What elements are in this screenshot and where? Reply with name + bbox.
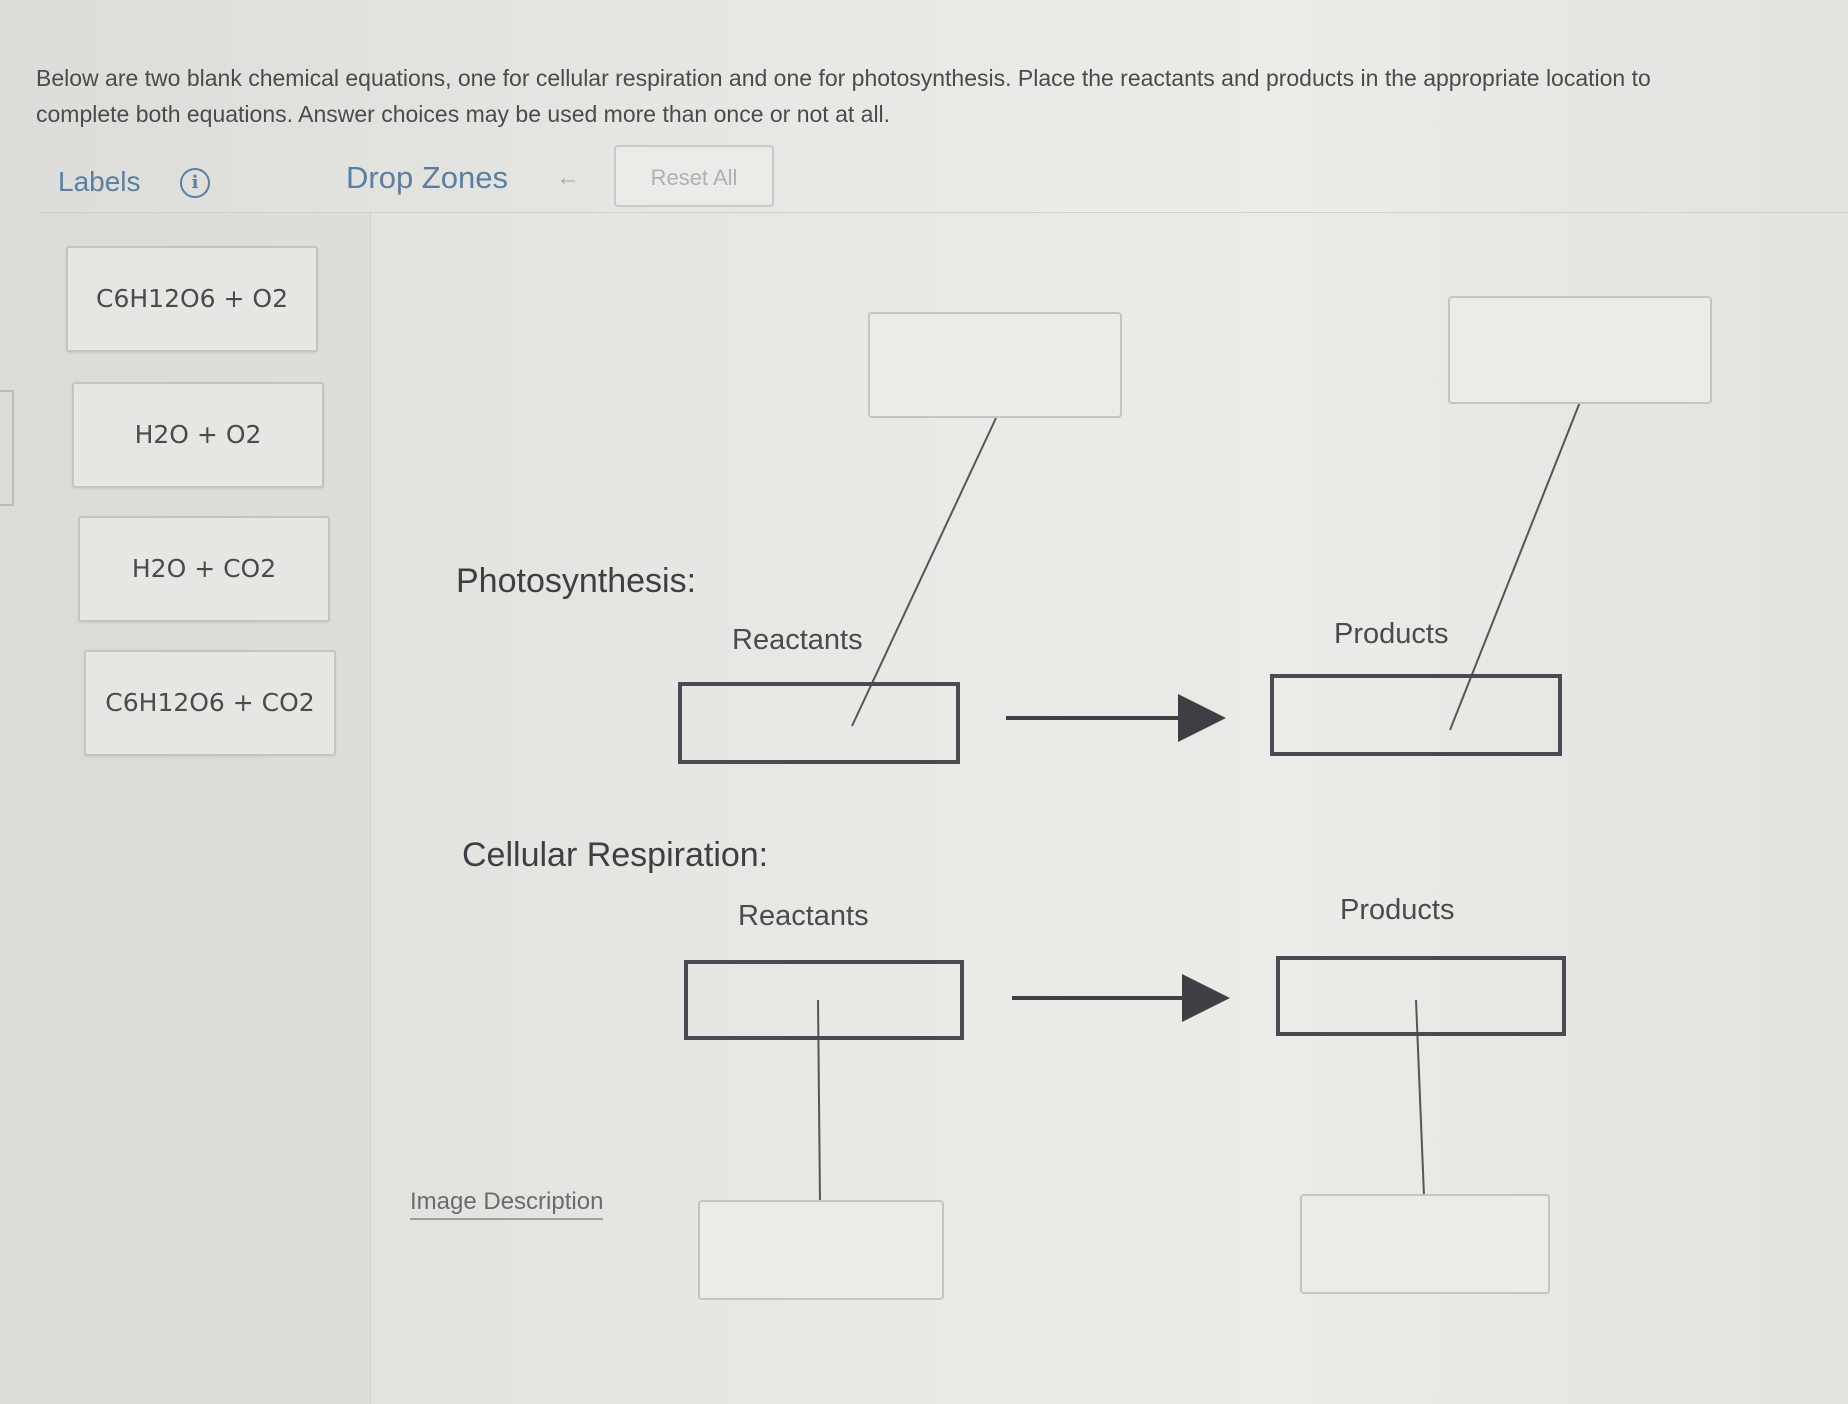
info-icon[interactable]: i <box>180 168 210 198</box>
label-chip-glucose-carbon-dioxide[interactable]: C6H12O6 + CO2 <box>84 650 336 756</box>
respiration-reactants-connector <box>817 999 821 1203</box>
labels-heading: Labels <box>58 166 141 197</box>
arrow-left-icon[interactable]: ← <box>556 164 580 191</box>
image-description-link[interactable]: Image Description <box>410 1188 604 1220</box>
reset-all-button[interactable]: Reset All <box>614 145 774 207</box>
respiration-products-drop-zone[interactable] <box>1276 956 1566 1036</box>
header-divider <box>40 212 1848 213</box>
respiration-products-label: Products <box>1340 894 1455 926</box>
instructions-text: Below are two blank chemical equations, … <box>36 65 1651 127</box>
photosynthesis-reactants-connector <box>851 417 997 727</box>
label-chip-water-oxygen[interactable]: H2O + O2 <box>72 382 324 488</box>
respiration-reactants-image <box>698 1200 944 1300</box>
respiration-products-image <box>1300 1194 1550 1294</box>
photosynthesis-products-label: Products <box>1334 618 1449 650</box>
photosynthesis-reactants-drop-zone[interactable] <box>678 682 960 764</box>
photosynthesis-heading: Photosynthesis: <box>456 562 697 600</box>
respiration-reactants-drop-zone[interactable] <box>684 960 964 1040</box>
photosynthesis-products-drop-zone[interactable] <box>1270 674 1562 756</box>
panel-edge-handle <box>0 390 14 506</box>
label-chip-glucose-oxygen[interactable]: C6H12O6 + O2 <box>66 246 318 352</box>
drop-zones-heading: Drop Zones <box>346 160 508 195</box>
photosynthesis-reactants-image <box>868 312 1122 418</box>
respiration-heading: Cellular Respiration: <box>462 836 769 874</box>
photosynthesis-reactants-label: Reactants <box>732 624 863 656</box>
respiration-reactants-label: Reactants <box>738 900 869 932</box>
label-chip-water-carbon-dioxide[interactable]: H2O + CO2 <box>78 516 330 622</box>
photosynthesis-products-image <box>1448 296 1712 404</box>
